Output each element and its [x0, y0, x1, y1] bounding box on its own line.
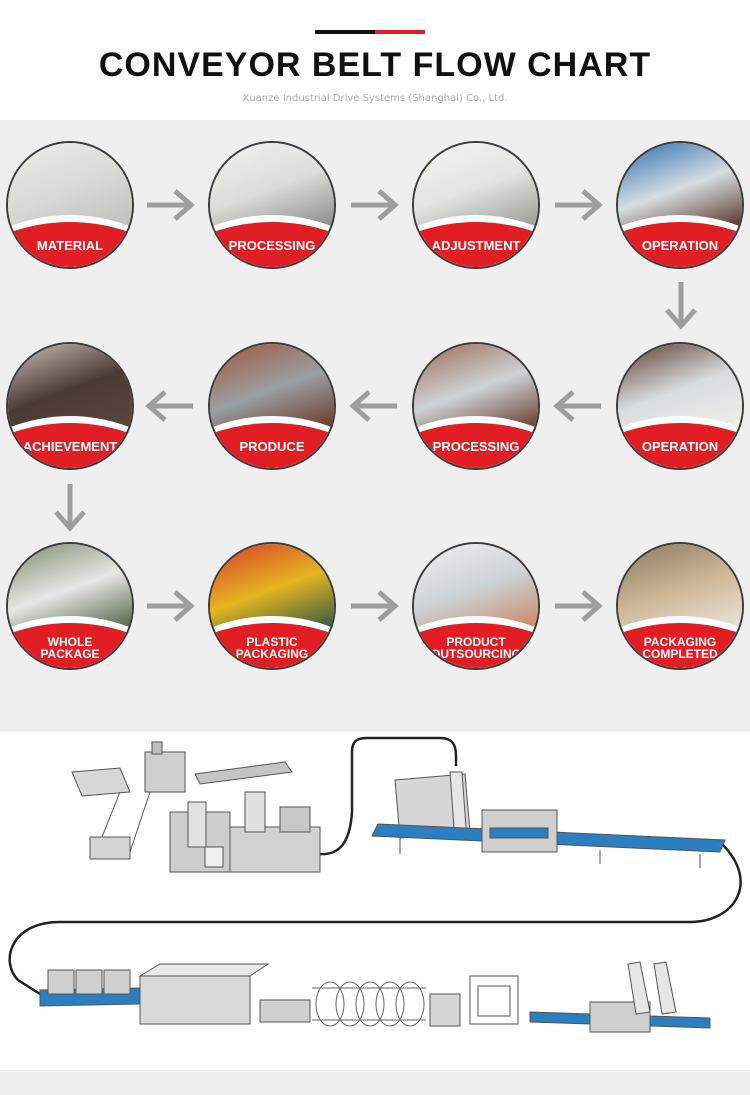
step-7: PRODUCE: [208, 342, 336, 470]
step-ribbon: [618, 215, 742, 267]
flow-arrow-6: [349, 390, 397, 422]
flow-arrow-10: [351, 590, 399, 622]
step-ribbon: [210, 616, 334, 668]
step-3: ADJUSTMENT: [412, 141, 540, 269]
step-ribbon: [210, 215, 334, 267]
step-5: OPERATION: [616, 342, 744, 470]
step-ribbon: [618, 616, 742, 668]
step-label: COMPLETED: [642, 647, 718, 661]
step-ribbon: [8, 616, 132, 668]
title-accent-bar: [315, 30, 425, 34]
step-ribbon: [414, 416, 538, 468]
flow-arrow-4: [665, 282, 697, 330]
production-line-svg: [8, 736, 742, 1033]
step-ribbon: [414, 215, 538, 267]
step-label: MATERIAL: [36, 238, 104, 253]
lower-conveyor: [39, 961, 711, 1033]
flow-arrow-8: [54, 484, 86, 532]
step-4: OPERATION: [616, 141, 744, 269]
step-label: PLASTIC: [246, 635, 298, 649]
step-label: PACKAGING: [643, 635, 717, 649]
step-label: PACKAGE: [40, 647, 100, 661]
header: CONVEYOR BELT FLOW CHART Xuanze Industri…: [0, 0, 750, 120]
flow-arrow-1: [147, 189, 195, 221]
flow-arrow-9: [147, 590, 195, 622]
step-label: PACKAGING: [235, 647, 309, 661]
step-ribbon: [414, 616, 538, 668]
step-ribbon: [8, 416, 132, 468]
mixing-plant: [71, 741, 321, 873]
flow-chart-panel: MATERIAL PROCESSING ADJUSTMENT OPERATION OPE…: [0, 120, 750, 732]
step-ribbon: [618, 416, 742, 468]
step-ribbon: [8, 215, 132, 267]
step-ribbon: [210, 416, 334, 468]
step-label: PROCESSING: [432, 439, 520, 454]
step-label: WHOLE: [47, 635, 93, 649]
step-label: ACHIEVEMENT: [22, 439, 118, 454]
step-label: PROCESSING: [228, 238, 316, 253]
conveyor-return-line: [8, 843, 742, 996]
company-subtitle: Xuanze Industrial Drive Systems (Shangha…: [242, 93, 508, 104]
step-6: PROCESSING: [412, 342, 540, 470]
page-title: CONVEYOR BELT FLOW CHART: [98, 46, 652, 84]
step-label: OPERATION: [641, 238, 719, 253]
flow-arrow-7: [145, 390, 193, 422]
flow-arrow-3: [555, 189, 603, 221]
step-8: ACHIEVEMENT: [6, 342, 134, 470]
step-label: PRODUCE: [239, 439, 305, 454]
conveyor-route-line: [317, 736, 458, 856]
production-line-illustration: [0, 732, 750, 1070]
step-label: PRODUCT: [446, 635, 506, 649]
flow-arrow-5: [553, 390, 601, 422]
step-label: ADJUSTMENT: [431, 238, 521, 253]
step-2: PROCESSING: [208, 141, 336, 269]
step-1: MATERIAL: [6, 141, 134, 269]
flow-arrow-2: [351, 189, 399, 221]
bottom-strip: [0, 1070, 750, 1095]
step-label: OPERATION: [641, 439, 719, 454]
step-label: OUTSOURCING: [431, 647, 521, 661]
upper-conveyor: [371, 771, 726, 868]
flow-arrow-11: [555, 590, 603, 622]
